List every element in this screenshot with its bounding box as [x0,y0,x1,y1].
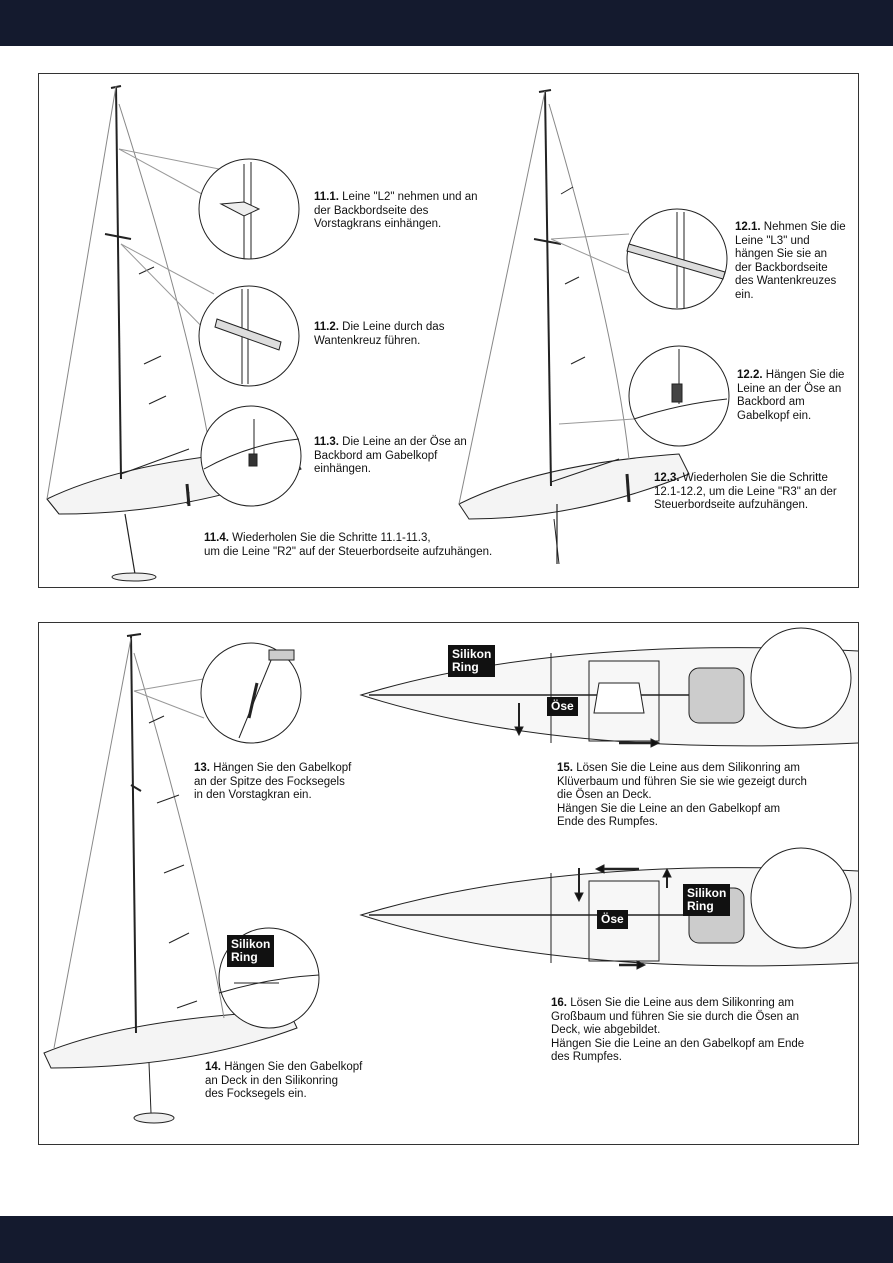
step-text: Hängen Sie die Leine an der Öse an Backb… [737,369,845,422]
step-15: 15. Lösen Sie die Leine aus dem Silikonr… [557,762,857,830]
detail-circle-11-2 [198,285,300,387]
step-number: 12.1. [735,221,761,233]
panel-steps-13-16: Silikon Ring Öse Silikon Ring Öse Siliko… [38,622,859,1145]
detail-circle-12-1 [626,208,728,310]
step-text: Die Leine an der Öse an Backbord am Gabe… [314,436,467,476]
detail-circle-11-3 [200,405,302,507]
step-12-3: 12.3. Wiederholen Sie die Schritte 12.1-… [654,472,857,513]
step-12-1: 12.1. Nehmen Sie die Leine "L3" und häng… [735,221,857,303]
step-16: 16. Lösen Sie die Leine aus dem Silikonr… [551,997,851,1065]
footer-bar [0,1216,893,1263]
step-number: 16. [551,997,567,1009]
step-text: Lösen Sie die Leine aus dem Silikonring … [551,997,805,1064]
step-text: Hängen Sie den Gabelkopf an der Spitze d… [194,762,352,802]
step-12-2: 12.2. Hängen Sie die Leine an der Öse an… [737,369,857,423]
step-14: 14. Hängen Sie den Gabelkopf an Deck in … [205,1061,395,1102]
deck-view-15 [359,627,858,748]
detail-circle-11-1 [198,158,300,260]
silikon-ring-label-15: Silikon Ring [448,645,496,677]
oese-label-15: Öse [547,697,578,716]
rigging-illustration-13-16 [43,627,858,1124]
step-number: 11.3. [314,436,339,448]
panel-steps-11-12: 11.1. Leine "L2" nehmen und an der Backb… [38,73,859,588]
step-text: Wiederholen Sie die Schritte 11.1-11.3, … [204,532,493,558]
boat-illustration-2 [458,89,690,565]
rigging-illustration-11-12 [46,85,730,582]
step-text: Die Leine durch das Wantenkreuz führen. [314,321,445,347]
step-11-4: 11.4. Wiederholen Sie die Schritte 11.1-… [204,532,584,559]
oese-label-16: Öse [597,910,628,929]
deck-view-16 [359,847,858,970]
step-number: 12.2. [737,369,763,381]
step-text: Nehmen Sie die Leine "L3" und hängen Sie… [735,221,846,301]
detail-circle-12-2 [628,345,730,447]
silikon-ring-label-14: Silikon Ring [227,935,275,967]
silikon-ring-label-16: Silikon Ring [683,884,731,916]
step-11-3: 11.3. Die Leine an der Öse an Backbord a… [314,436,524,477]
step-number: 13. [194,762,210,774]
step-number: 12.3. [654,472,680,484]
step-text: Leine "L2" nehmen und an der Backbordsei… [314,191,478,231]
step-number: 11.2. [314,321,339,333]
step-11-2: 11.2. Die Leine durch das Wantenkreuz fü… [314,321,524,348]
step-text: Hängen Sie den Gabelkopf an Deck in den … [205,1061,363,1101]
step-13: 13. Hängen Sie den Gabelkopf an der Spit… [194,762,384,803]
step-11-1: 11.1. Leine "L2" nehmen und an der Backb… [314,191,524,232]
header-bar [0,0,893,46]
step-text: Lösen Sie die Leine aus dem Silikonring … [557,762,807,829]
step-text: Wiederholen Sie die Schritte 12.1-12.2, … [654,472,837,512]
step-number: 11.1. [314,191,339,203]
boat-illustration-3 [43,633,298,1124]
step-number: 15. [557,762,573,774]
step-number: 14. [205,1061,221,1073]
detail-circle-13 [200,642,302,744]
step-number: 11.4. [204,532,229,544]
